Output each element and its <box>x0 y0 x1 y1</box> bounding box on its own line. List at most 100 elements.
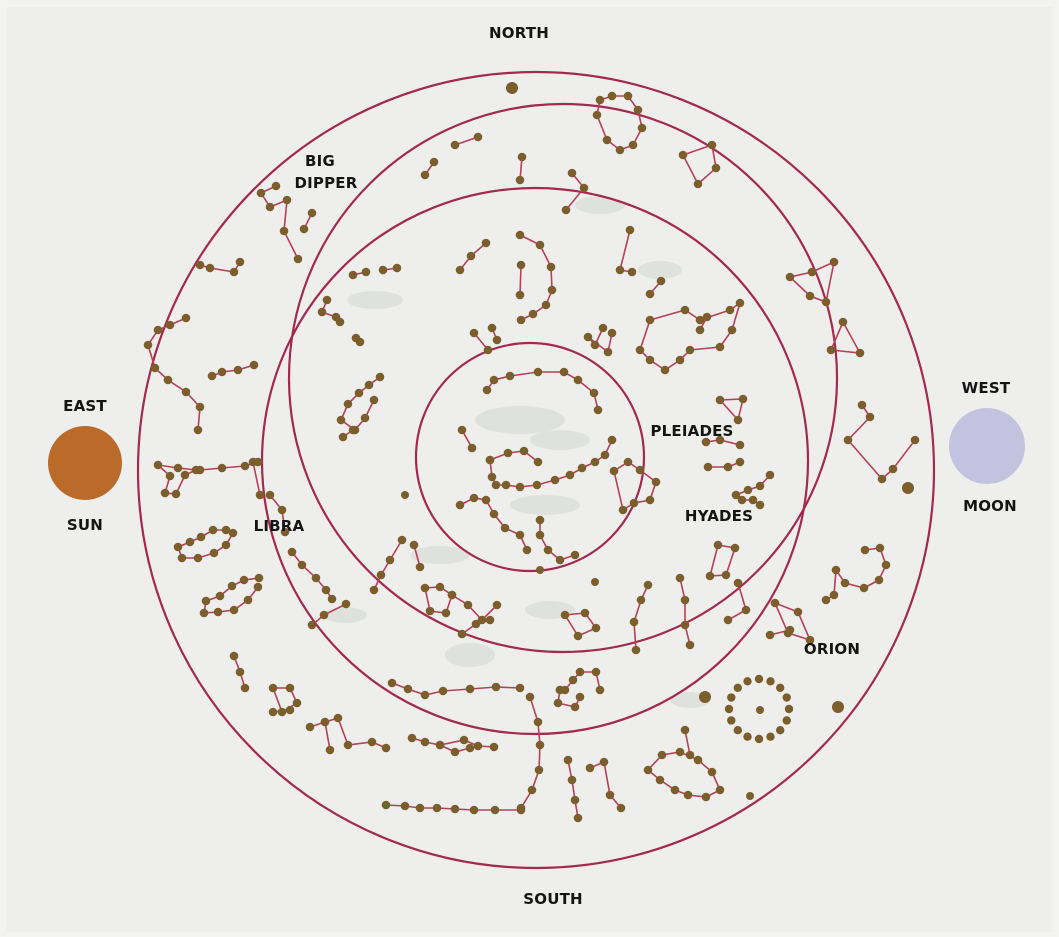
star <box>735 298 745 308</box>
star <box>591 667 601 677</box>
star <box>420 690 430 700</box>
star <box>171 489 181 499</box>
star <box>221 525 231 535</box>
star <box>599 757 609 767</box>
star <box>285 705 295 715</box>
star <box>609 466 619 476</box>
star <box>727 325 737 335</box>
star <box>577 463 587 473</box>
star <box>271 181 281 191</box>
star <box>381 743 391 753</box>
star <box>457 425 467 435</box>
star <box>603 347 613 357</box>
star <box>678 150 688 160</box>
star <box>715 395 725 405</box>
star <box>633 105 643 115</box>
star <box>533 367 543 377</box>
star <box>680 305 690 315</box>
star <box>180 470 190 480</box>
star <box>595 95 605 105</box>
star <box>409 540 419 550</box>
star <box>235 257 245 267</box>
constellation-line <box>633 584 649 651</box>
moon-disc <box>949 408 1025 484</box>
star <box>319 610 329 620</box>
star <box>860 545 870 555</box>
constellation-line <box>719 398 745 422</box>
star <box>367 737 377 747</box>
star <box>515 482 525 492</box>
star <box>455 500 465 510</box>
star <box>485 615 495 625</box>
star <box>369 585 379 595</box>
star <box>748 495 758 505</box>
star <box>675 747 685 757</box>
star <box>235 667 245 677</box>
constellation-line <box>619 229 633 273</box>
star <box>351 333 361 343</box>
constellation-line <box>829 321 862 354</box>
star <box>583 332 593 342</box>
star <box>177 553 187 563</box>
star <box>598 323 608 333</box>
star <box>595 685 605 695</box>
star <box>307 620 317 630</box>
star <box>785 625 795 635</box>
star <box>378 265 388 275</box>
star <box>397 535 407 545</box>
star <box>875 543 885 553</box>
star <box>469 328 479 338</box>
star <box>737 495 747 505</box>
star <box>287 547 297 557</box>
star <box>730 543 740 553</box>
star <box>670 785 680 795</box>
star <box>733 415 743 425</box>
star <box>435 740 445 750</box>
star <box>248 457 258 467</box>
constellation-line <box>211 364 255 377</box>
star <box>153 460 163 470</box>
star <box>229 267 239 277</box>
star <box>570 795 580 805</box>
star <box>536 566 544 574</box>
star <box>590 340 600 350</box>
star <box>821 595 831 605</box>
constellation-line <box>735 474 771 496</box>
star <box>482 385 492 395</box>
star <box>163 375 173 385</box>
star <box>535 240 545 250</box>
star <box>910 435 920 445</box>
star <box>592 110 602 120</box>
star <box>336 415 346 425</box>
star <box>376 570 386 580</box>
star <box>243 595 253 605</box>
star <box>403 684 413 694</box>
constellation-line <box>596 95 643 151</box>
star <box>341 599 351 609</box>
star <box>255 490 265 500</box>
constellation-line <box>203 577 260 614</box>
star <box>618 505 628 515</box>
star <box>205 263 215 273</box>
constellation-line <box>539 520 576 561</box>
star <box>685 640 695 650</box>
star <box>615 145 625 155</box>
upper-ring <box>287 102 839 654</box>
star <box>643 580 653 590</box>
star <box>865 412 875 422</box>
star <box>481 495 491 505</box>
star <box>343 740 353 750</box>
constellation-line <box>259 185 299 260</box>
star <box>857 400 867 410</box>
star <box>616 803 626 813</box>
star <box>173 463 183 473</box>
star <box>765 630 775 640</box>
constellation-line <box>147 317 201 431</box>
star <box>193 553 203 563</box>
star <box>731 490 741 500</box>
star <box>381 800 391 810</box>
constellation-line <box>176 529 234 559</box>
star <box>501 480 511 490</box>
star <box>280 527 290 537</box>
